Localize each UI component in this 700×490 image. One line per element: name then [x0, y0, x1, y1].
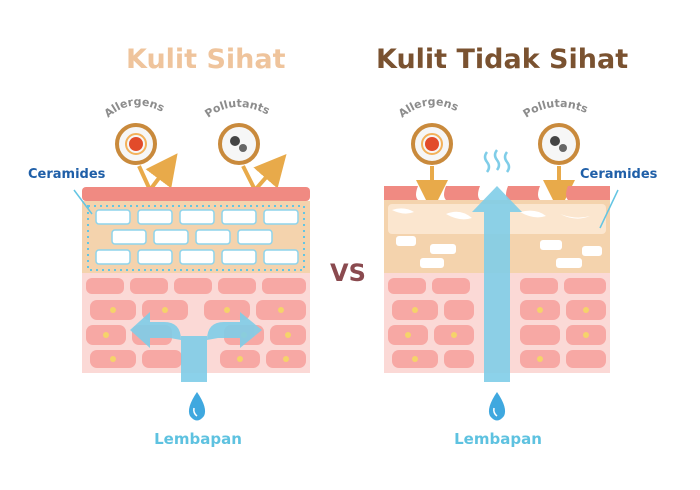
- allergens-label-left: Allergens: [102, 95, 167, 120]
- water-drop-icon: [488, 392, 506, 421]
- ceramides-pointer-left: [73, 189, 93, 215]
- ceramide-bricks-left: [95, 209, 299, 265]
- unhealthy-skin-title: Kulit Tidak Sihat: [376, 44, 629, 75]
- vapor-icon: [483, 149, 511, 173]
- pollutant-icon: [218, 123, 260, 165]
- ceramides-pointer-right: [599, 189, 619, 229]
- deflect-arrow-pollutant: [241, 153, 287, 194]
- moisture-label-left: Lembapan: [154, 430, 242, 448]
- ceramides-label-right: Ceramides: [580, 167, 658, 182]
- allergen-icon: [115, 123, 157, 165]
- vs-label: VS: [330, 259, 366, 287]
- moisture-label-right: Lembapan: [454, 430, 542, 448]
- moisture-arrow-left: [130, 312, 262, 382]
- pollutants-label-right: Pollutants: [521, 97, 591, 121]
- skin-top-layer-left: [82, 187, 310, 201]
- water-drop-icon: [188, 392, 206, 421]
- broken-ceramide-pieces-right: [392, 208, 602, 268]
- pollutant-icon: [538, 123, 580, 165]
- moisture-arrow-right: [472, 186, 522, 382]
- healthy-skin-title: Kulit Sihat: [126, 44, 286, 75]
- skin-top-layer-right: [384, 186, 610, 200]
- deflect-arrow-allergen: [137, 153, 178, 194]
- pollutants-label-left: Pollutants: [202, 97, 272, 120]
- allergens-label-right: Allergens: [396, 95, 461, 120]
- cell-dots-right: [405, 307, 589, 362]
- cell-dots-left: [103, 307, 291, 362]
- ceramides-label-left: Ceramides: [28, 167, 106, 182]
- allergen-icon: [411, 123, 453, 165]
